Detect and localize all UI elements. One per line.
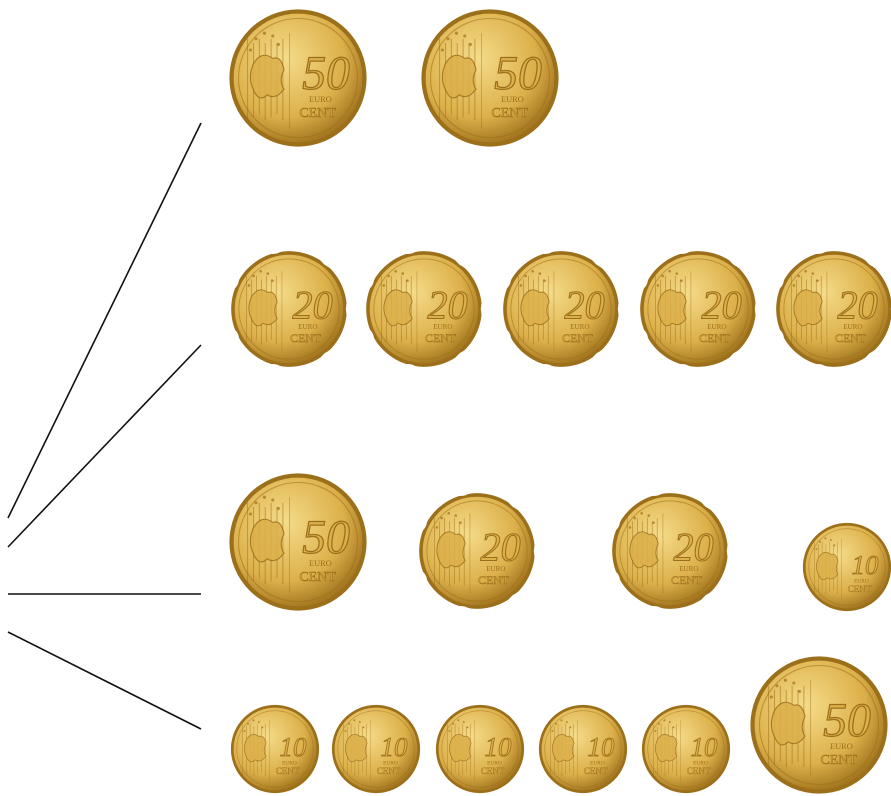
coin-unit-top: EURO xyxy=(843,323,862,331)
coin-unit-top: EURO xyxy=(501,95,524,104)
coin-unit-top: EURO xyxy=(433,323,452,331)
coin-unit-bottom: CENT xyxy=(481,766,505,776)
coin-value-label: 20 xyxy=(702,282,742,327)
coin-unit-bottom: CENT xyxy=(562,331,593,345)
coin-unit-bottom: CENT xyxy=(290,331,321,345)
coin-unit-top: EURO xyxy=(309,95,332,104)
coin-value-label: 50 xyxy=(494,48,542,100)
coin-unit-top: EURO xyxy=(298,323,317,331)
coin-value-label: 20 xyxy=(428,282,468,327)
coin-value-label: 20 xyxy=(838,282,878,327)
coin-unit-bottom: CENT xyxy=(377,766,401,776)
coin-value-label: 50 xyxy=(302,48,350,100)
connector-line-row-2 xyxy=(8,345,201,547)
coin-unit-bottom: CENT xyxy=(299,106,336,121)
coin-unit-bottom: CENT xyxy=(478,573,509,587)
coin-value-label: 10 xyxy=(691,732,719,762)
coin-unit-bottom: CENT xyxy=(699,331,730,345)
coin-unit-top: EURO xyxy=(707,323,726,331)
coin-unit-top: EURO xyxy=(309,559,332,568)
coin-unit-bottom: CENT xyxy=(671,573,702,587)
connector-line-row-1 xyxy=(8,123,201,518)
coin-unit-bottom: CENT xyxy=(687,766,711,776)
coin-unit-top: EURO xyxy=(570,323,589,331)
coin-unit-top: EURO xyxy=(486,565,505,573)
coin-unit-bottom: CENT xyxy=(491,106,528,121)
coin-unit-bottom: CENT xyxy=(835,331,866,345)
coin-value-label: 20 xyxy=(293,282,333,327)
coin-value-label: 20 xyxy=(565,282,605,327)
coin-unit-bottom: CENT xyxy=(276,766,300,776)
connector-line-row-4 xyxy=(8,632,201,729)
coin-value-label: 20 xyxy=(481,524,521,569)
coin-unit-bottom: CENT xyxy=(425,331,456,345)
coin-value-label: 20 xyxy=(674,524,714,569)
coin-unit-bottom: CENT xyxy=(584,766,608,776)
coin-unit-top: EURO xyxy=(830,742,853,751)
coin-value-label: 50 xyxy=(302,512,350,564)
coin-unit-bottom: CENT xyxy=(299,570,336,585)
coin-value-label: 50 xyxy=(823,695,871,747)
coin-unit-bottom: CENT xyxy=(820,753,857,768)
coin-value-label: 10 xyxy=(852,550,880,580)
coin-value-label: 10 xyxy=(588,732,616,762)
coin-value-label: 10 xyxy=(280,732,308,762)
coin-value-label: 10 xyxy=(485,732,513,762)
coin-unit-bottom: CENT xyxy=(848,584,872,594)
coin-value-label: 10 xyxy=(381,732,409,762)
coin-unit-top: EURO xyxy=(679,565,698,573)
